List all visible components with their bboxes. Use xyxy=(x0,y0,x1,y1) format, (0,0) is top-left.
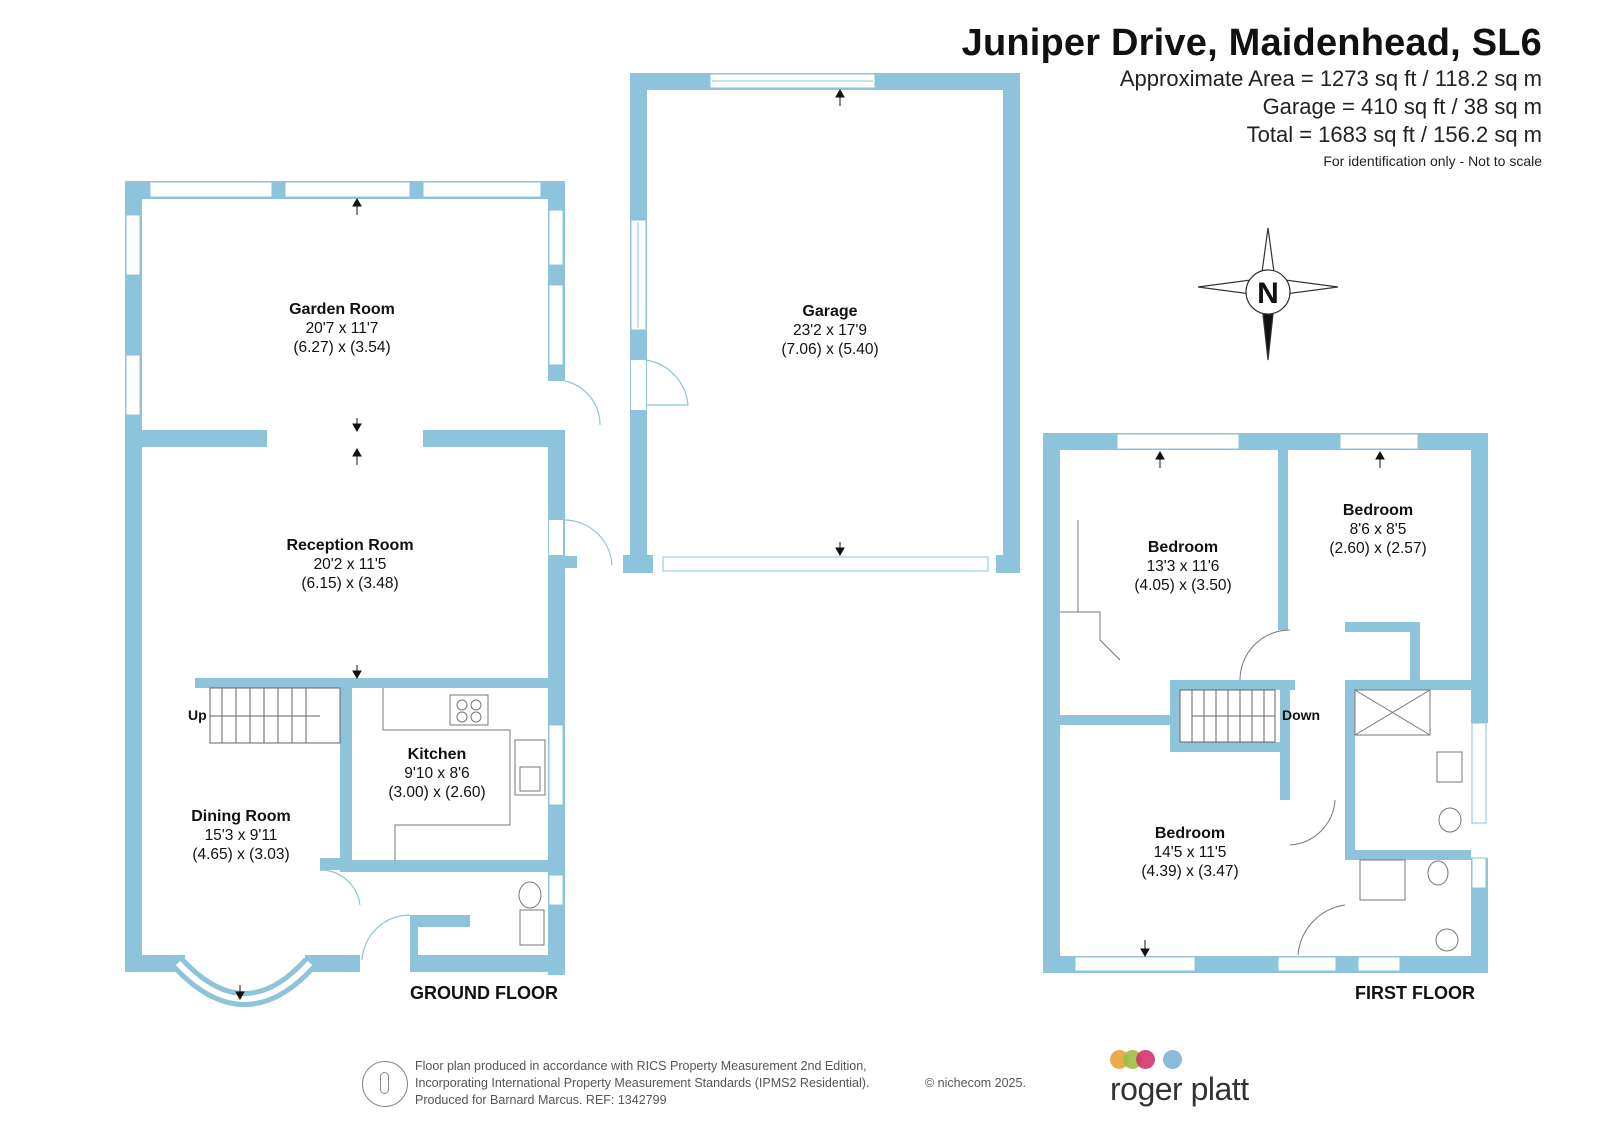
first-stairs xyxy=(1179,689,1276,743)
bedroom-1-imperial: 13'3 x 11'6 xyxy=(1147,558,1220,575)
brand-dots-icon xyxy=(1110,1050,1249,1069)
kitchen-metric: (3.00) x (2.60) xyxy=(388,784,485,801)
approx-area: Approximate Area = 1273 sq ft / 118.2 sq… xyxy=(1119,66,1542,91)
bedroom-3-imperial: 14'5 x 11'5 xyxy=(1154,844,1227,861)
plan-footer: Floor plan produced in accordance with R… xyxy=(415,1058,869,1109)
total-area: Total = 1683 sq ft / 156.2 sq m xyxy=(1246,122,1542,147)
dining-room-imperial: 15'3 x 9'11 xyxy=(205,827,278,844)
footer-line-1: Floor plan produced in accordance with R… xyxy=(415,1059,867,1073)
footer-line-2: Incorporating International Property Mea… xyxy=(415,1076,870,1090)
reception-room-name: Reception Room xyxy=(286,537,413,554)
garage-metric: (7.06) x (5.40) xyxy=(781,341,878,358)
brand-dot xyxy=(1163,1050,1182,1069)
compass-north-label: N xyxy=(1257,277,1279,310)
rics-person-icon xyxy=(362,1061,408,1107)
brand-name: roger platt xyxy=(1110,1071,1249,1107)
scale-disclaimer: For identification only - Not to scale xyxy=(1323,153,1542,169)
plan-header: Juniper Drive, Maidenhead, SL6 Approxima… xyxy=(962,22,1542,169)
kitchen-counters xyxy=(382,688,546,946)
brand-dot xyxy=(1136,1050,1155,1069)
ground-floor-label: GROUND FLOOR xyxy=(410,983,558,1003)
first-floor-plan xyxy=(1043,433,1488,973)
dining-room-metric: (4.65) x (3.03) xyxy=(192,846,289,863)
bedroom-2-metric: (2.60) x (2.57) xyxy=(1329,540,1426,557)
garden-room-imperial: 20'7 x 11'7 xyxy=(306,320,379,337)
ground-floor-plan xyxy=(125,181,613,975)
compass-icon: N xyxy=(1197,227,1339,361)
first-floor-fixtures xyxy=(1060,520,1463,956)
garage-imperial: 23'2 x 17'9 xyxy=(793,322,867,339)
first-floor-label: FIRST FLOOR xyxy=(1355,983,1475,1003)
footer-line-3: Produced for Barnard Marcus. REF: 134279… xyxy=(415,1093,667,1107)
garden-room-name: Garden Room xyxy=(289,301,395,318)
property-title: Juniper Drive, Maidenhead, SL6 xyxy=(961,22,1542,64)
stairs-down-label: Down xyxy=(1282,707,1320,723)
bedroom-1-metric: (4.05) x (3.50) xyxy=(1134,577,1231,594)
garden-room-metric: (6.27) x (3.54) xyxy=(293,339,390,356)
stairs-up-label: Up xyxy=(188,707,207,723)
reception-room-metric: (6.15) x (3.48) xyxy=(301,575,398,592)
dining-room-name: Dining Room xyxy=(191,808,291,825)
ground-stairs xyxy=(209,687,341,744)
kitchen-imperial: 9'10 x 8'6 xyxy=(404,765,469,782)
bedroom-2-imperial: 8'6 x 8'5 xyxy=(1350,521,1407,538)
bedroom-2-name: Bedroom xyxy=(1343,502,1413,519)
garage-name: Garage xyxy=(802,303,857,320)
bedroom-3-name: Bedroom xyxy=(1155,825,1225,842)
measure-arrows xyxy=(235,88,1385,1001)
bedroom-1-name: Bedroom xyxy=(1148,539,1218,556)
bay-window xyxy=(172,957,316,1007)
garage-area: Garage = 410 sq ft / 38 sq m xyxy=(1262,94,1542,119)
brand-logo: roger platt xyxy=(1110,1050,1249,1108)
kitchen-name: Kitchen xyxy=(408,746,467,763)
reception-room-imperial: 20'2 x 11'5 xyxy=(314,556,387,573)
garage-plan xyxy=(623,73,1020,573)
copyright-notice: © nichecom 2025. xyxy=(925,1076,1026,1090)
bedroom-3-metric: (4.39) x (3.47) xyxy=(1141,863,1238,880)
